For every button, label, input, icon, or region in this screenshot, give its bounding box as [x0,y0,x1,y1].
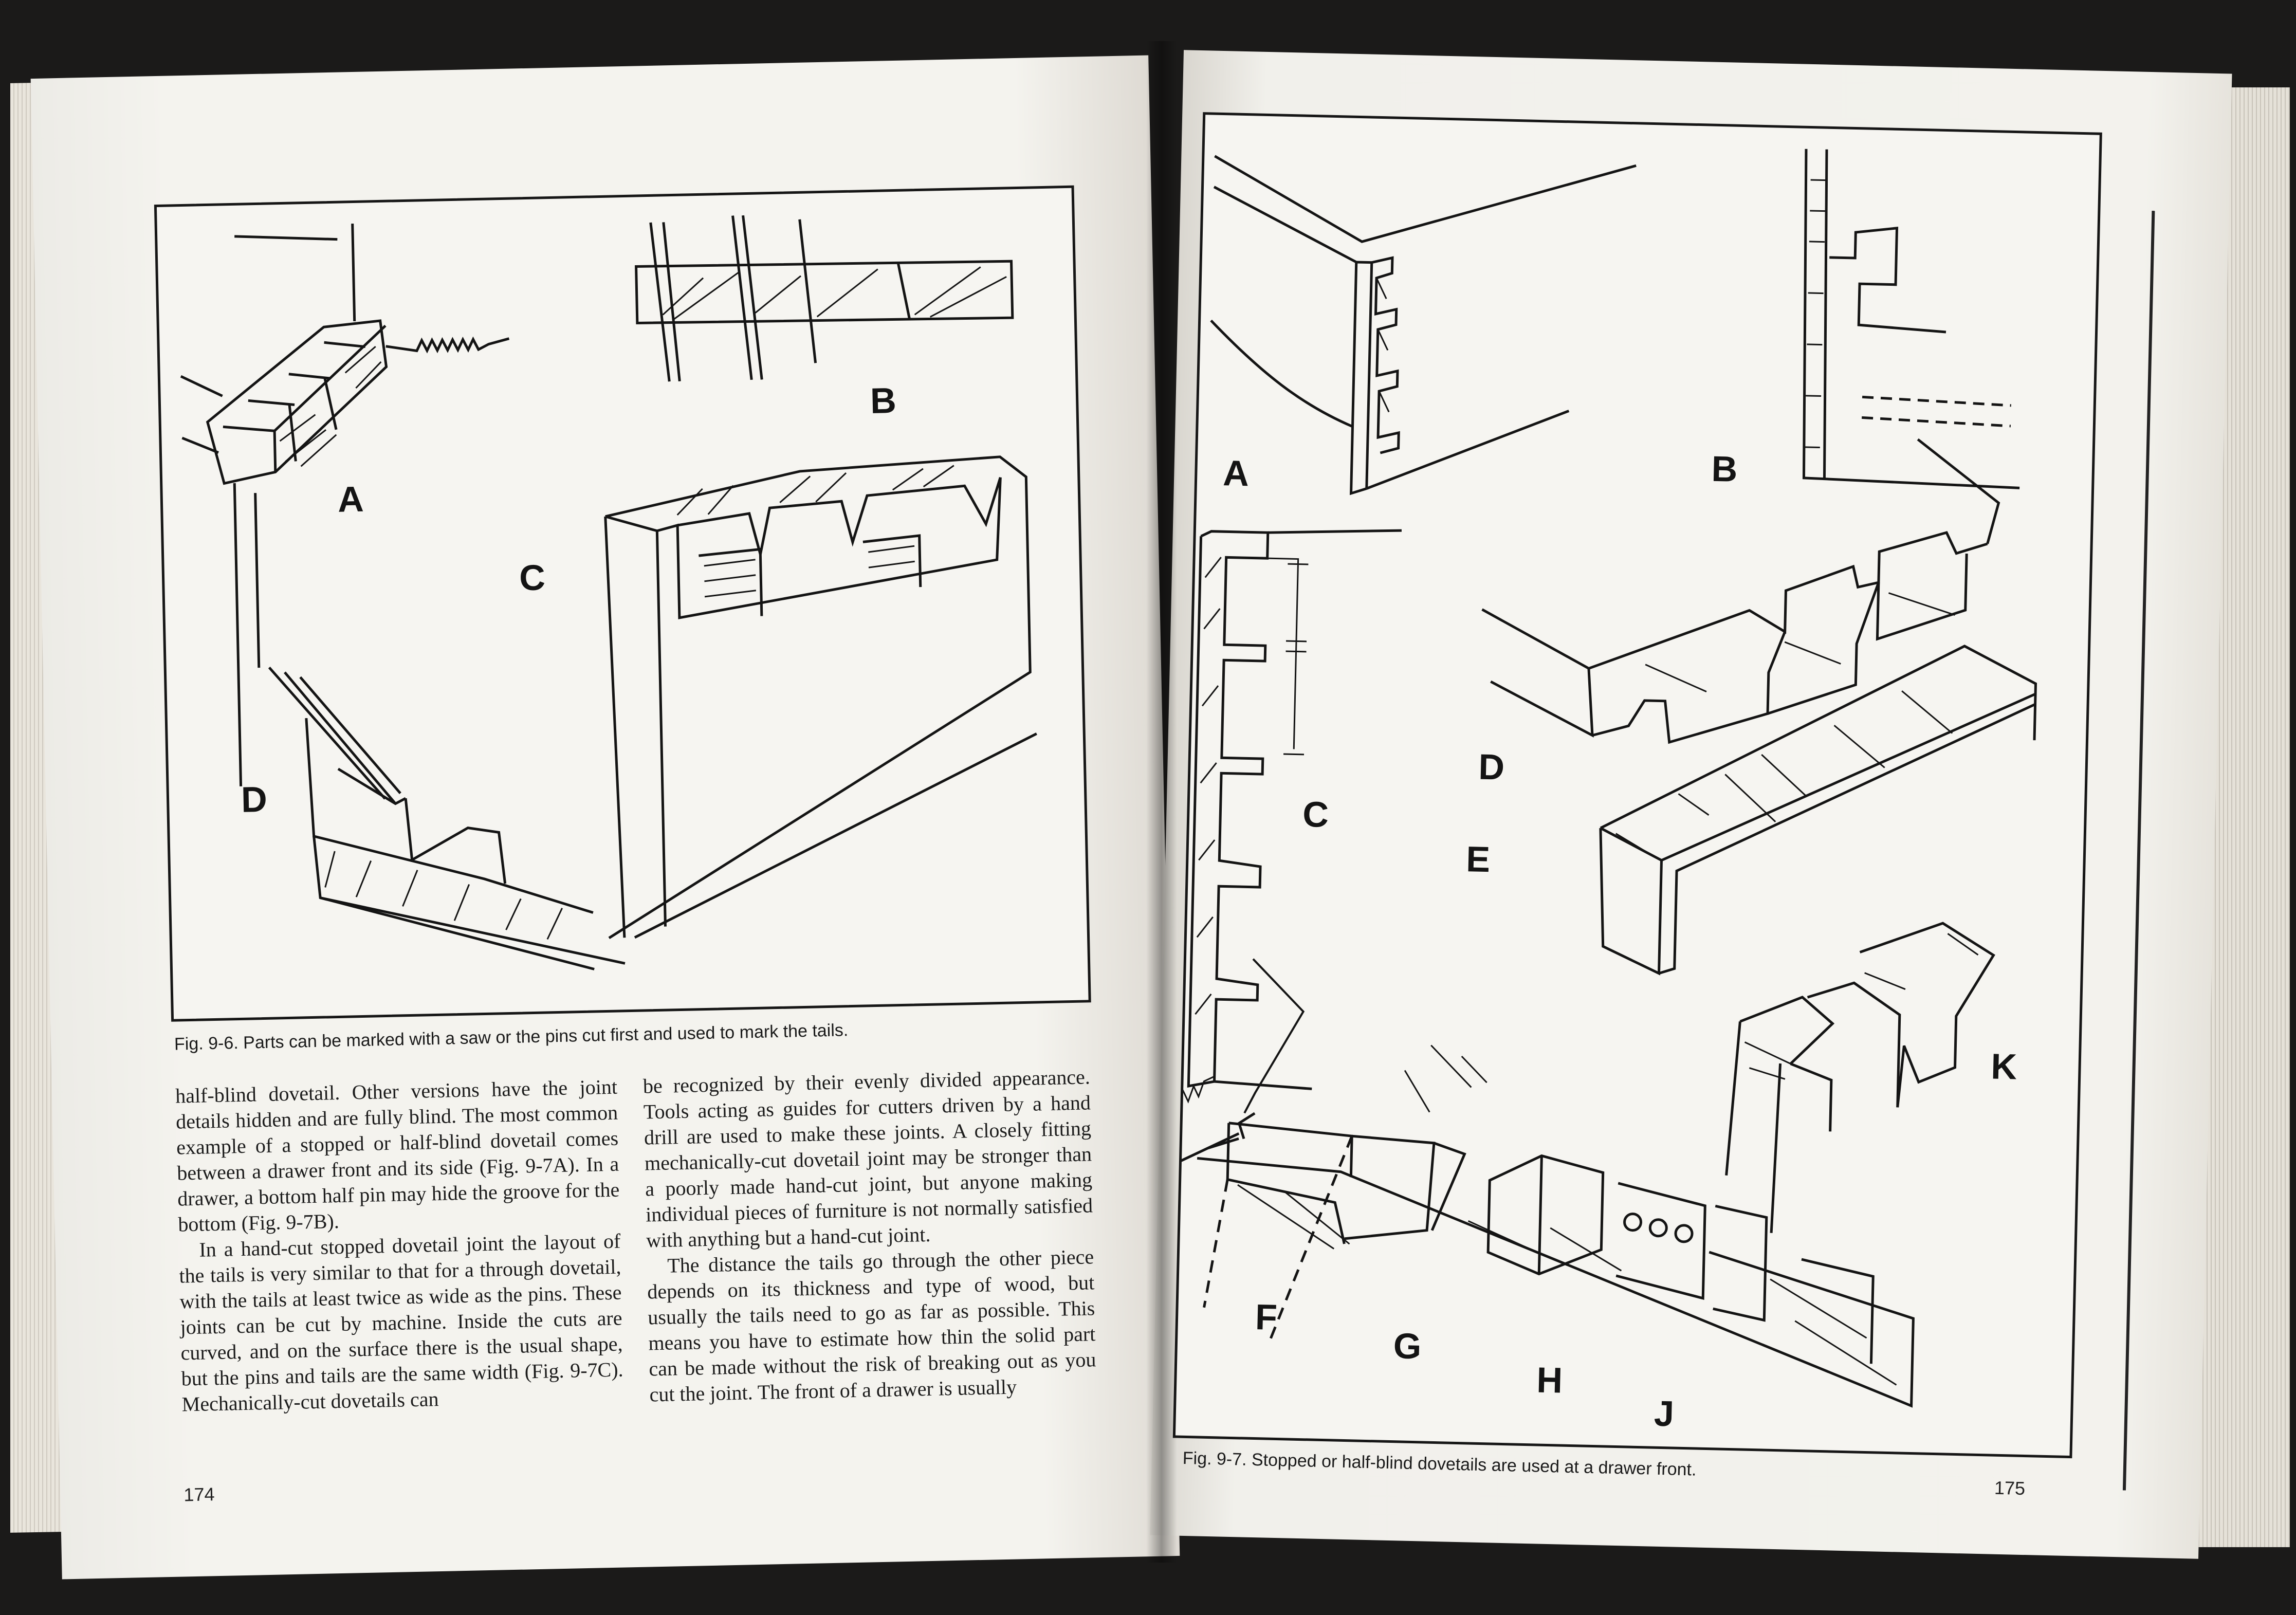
left-column-1: half-blind dovetail. Other versions have… [175,1074,624,1418]
fig-9-7-label-b: B [1711,449,1738,489]
fig-9-7-label-d: D [1478,747,1505,787]
page-edge-rule [2122,211,2155,1491]
sketch-c-machine-cut-profile [1187,529,1402,1090]
fig-9-7-label-h: H [1536,1360,1563,1400]
fig-9-7-label-a: A [1223,453,1250,493]
fig-9-6-label-d: D [241,779,267,820]
sketch-e-drawer-front [1599,645,2037,976]
sketch-a-drawer-corner [1210,155,1637,495]
sketch-d-stepped-side [1481,438,2000,744]
fig-9-7-label-g: G [1393,1326,1422,1366]
fig-9-6-label-b: B [870,380,896,421]
page-number-right: 175 [1994,1477,2026,1499]
paragraph: half-blind dovetail. Other versions have… [175,1075,620,1236]
sketch-b-board-marking [635,215,1014,382]
paragraph: be recognized by their evenly divided ap… [642,1065,1093,1252]
paragraph: The distance the tails go through the ot… [647,1245,1096,1406]
sketch-fghj-drawer-front-long [1175,958,1915,1408]
page-number-left: 174 [183,1483,215,1506]
fig-9-7-label-k: K [1991,1046,2017,1087]
fig-9-6-label-a: A [337,479,364,520]
fig-9-6-label-c: C [519,557,545,598]
figure-9-7-caption: Fig. 9-7. Stopped or half-blind dovetail… [1182,1448,1697,1480]
sketch-b-groove [1802,149,2020,489]
figure-9-6-caption: Fig. 9-6. Parts can be marked with a saw… [174,1020,849,1054]
figure-9-6-illustration: A B C D [180,215,1037,970]
left-page: A B C D Fig. 9-6. Parts can be marked wi… [30,55,1180,1580]
fig-9-7-label-c: C [1302,794,1329,835]
right-page: A B C D E K F G H J Fig. 9-7. Stopped or… [1150,50,2232,1559]
figure-9-7-illustration: A B C D E K F G H J [1175,149,2037,1434]
figure-9-7: A B C D E K F G H J [1172,112,2102,1459]
fig-9-7-label-j: J [1654,1393,1675,1434]
sketch-k-stepped-block [1725,922,1995,1233]
fig-9-7-label-e: E [1466,839,1491,879]
paragraph: In a hand-cut stopped dovetail joint the… [179,1229,623,1416]
figure-9-6: A B C D [154,185,1091,1022]
sketch-c-box-corner [604,455,1037,940]
left-column-2: be recognized by their evenly divided ap… [642,1064,1096,1407]
fig-9-7-label-f: F [1255,1297,1278,1337]
sketch-a-saw-marking [180,223,510,786]
sketch-d-pin-marking [268,666,626,970]
